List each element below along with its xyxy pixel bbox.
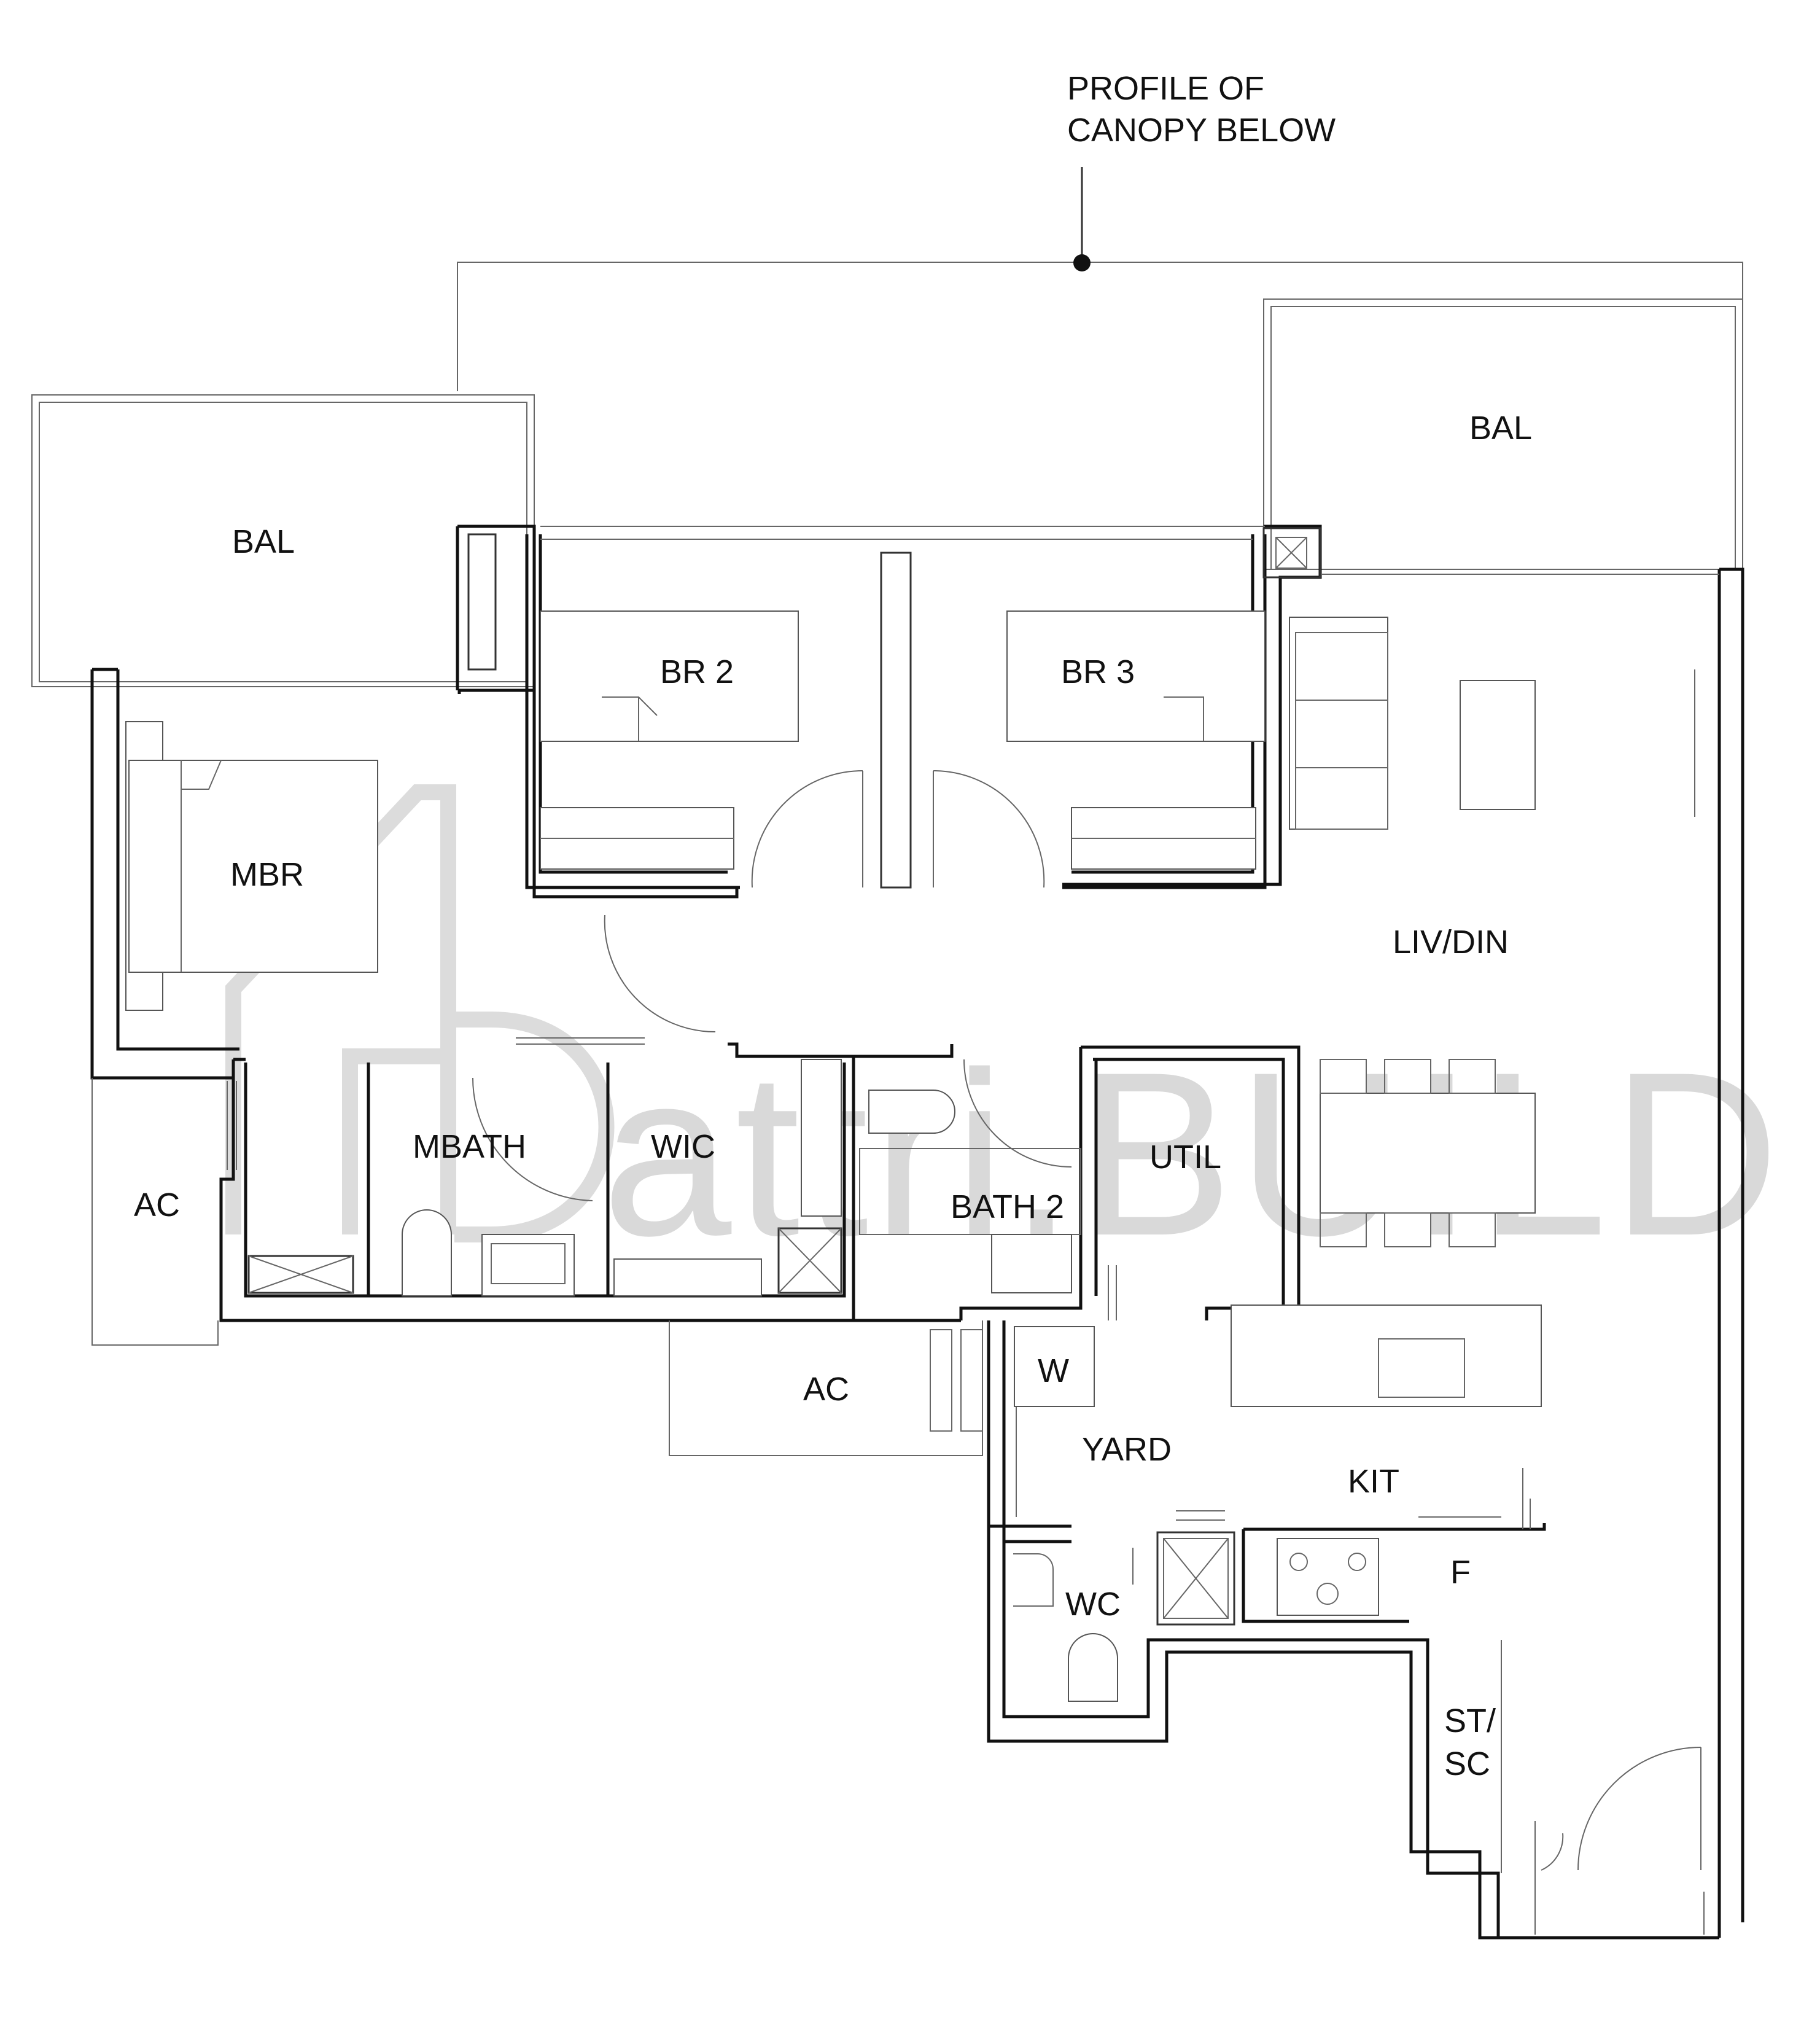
label-yard: YARD: [1082, 1431, 1172, 1468]
label-w: W: [1038, 1352, 1069, 1389]
sofa: [1289, 617, 1388, 830]
door-main[interactable]: [1577, 1747, 1701, 1871]
label-bath2: BATH 2: [951, 1188, 1064, 1225]
label-st-sc-2: SC: [1444, 1745, 1490, 1782]
label-ac-left: AC: [134, 1187, 180, 1223]
kitchen-walls: [1243, 1523, 1546, 1531]
washer: [1014, 1326, 1095, 1407]
label-util: UTIL: [1149, 1139, 1221, 1176]
label-mbr: MBR: [230, 856, 304, 893]
shaft-mbath: [247, 1255, 354, 1294]
toilet-mbath: [402, 1209, 452, 1297]
bed-mbr: [125, 721, 378, 1011]
wardrobe-mbr-top: [467, 533, 497, 671]
bed-br2: [540, 610, 799, 870]
watermark-logo: attri.BUILD: [225, 784, 1783, 1284]
vanity-mbath: [481, 1234, 575, 1297]
label-mbath: MBATH: [413, 1128, 526, 1165]
vanity-bath2: [991, 1234, 1072, 1293]
door-mbr[interactable]: [604, 914, 716, 1033]
shaft-br3-inner: [1275, 537, 1307, 569]
door-main-leaf[interactable]: [1541, 1833, 1564, 1871]
balcony-right-inner: [1270, 306, 1736, 570]
toilet-wc: [1068, 1633, 1118, 1702]
kitchen-counter: [1231, 1304, 1542, 1407]
bed-br3: [1006, 610, 1266, 870]
door-br2[interactable]: [751, 770, 863, 888]
label-br3: BR 3: [1061, 653, 1135, 690]
shaft-yard: [1156, 1531, 1235, 1626]
shaft-br3: [1262, 527, 1321, 579]
canopy-profile-line: [457, 262, 1743, 569]
watermark-text: attri.BUILD: [602, 1023, 1783, 1284]
label-st-sc-1: ST/: [1444, 1702, 1496, 1739]
label-f: F: [1450, 1554, 1471, 1591]
shaft-wic: [777, 1227, 842, 1294]
label-wic: WIC: [651, 1128, 715, 1165]
shower-bath2: [859, 1148, 1081, 1235]
wic-shelving: [613, 1059, 842, 1297]
label-bal-right: BAL: [1469, 410, 1532, 447]
toilet-bath2: [868, 1090, 955, 1134]
label-liv-din: LIV/DIN: [1393, 924, 1509, 961]
canopy-annotation-line2: CANOPY BELOW: [1067, 112, 1336, 149]
label-kit: KIT: [1348, 1463, 1399, 1500]
ac-units-mid: [930, 1329, 983, 1432]
door-bath2[interactable]: [963, 1059, 1072, 1168]
label-ac-mid: AC: [803, 1371, 849, 1408]
dining-set: [1320, 1059, 1536, 1247]
yard-walls: [987, 1320, 1719, 1940]
door-br3[interactable]: [933, 770, 1045, 888]
canopy-leader-dot: [1073, 254, 1091, 271]
canopy-annotation-line1: PROFILE OF: [1067, 70, 1264, 107]
label-br2: BR 2: [660, 653, 734, 690]
ac-ledge-left: [91, 1078, 219, 1346]
coffee-table: [1460, 680, 1536, 810]
label-bal-left: BAL: [232, 523, 295, 560]
cooker-hob: [1277, 1538, 1379, 1616]
door-mbath[interactable]: [472, 1077, 593, 1201]
label-wc: WC: [1065, 1586, 1121, 1623]
